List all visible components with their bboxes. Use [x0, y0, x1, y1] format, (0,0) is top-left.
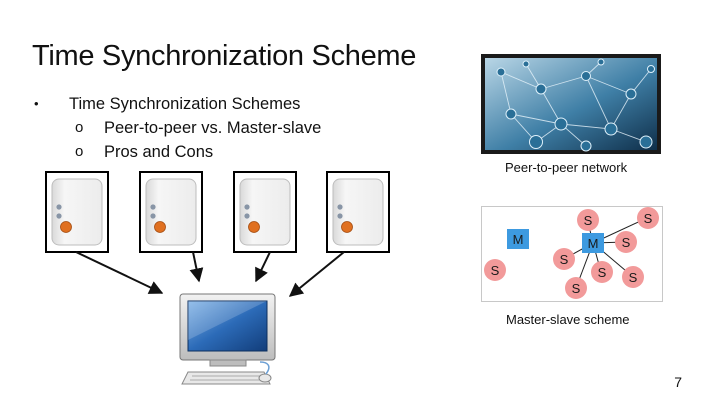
- network-node-icon: [529, 135, 543, 149]
- slave-node: S: [615, 231, 637, 253]
- status-led-icon: [150, 204, 156, 210]
- slave-label: S: [560, 252, 569, 267]
- bullet-text: Peer-to-peer vs. Master-slave: [104, 119, 322, 137]
- status-led-icon: [244, 213, 250, 219]
- ms-caption: Master-slave scheme: [506, 312, 630, 327]
- status-led-icon: [56, 213, 62, 219]
- server-1: [45, 171, 109, 253]
- slave-node: S: [484, 259, 506, 281]
- status-led-icon: [244, 204, 250, 210]
- network-node-icon: [580, 140, 592, 152]
- slave-label: S: [598, 265, 607, 280]
- computer-icon: [179, 293, 276, 385]
- bullet-item: • Time Synchronization Schemes: [34, 92, 321, 116]
- bullet-text: Pros and Cons: [104, 143, 214, 161]
- master-label: M: [588, 236, 599, 251]
- page-number: 7: [674, 374, 682, 390]
- power-led-icon: [248, 221, 260, 233]
- network-node-icon: [535, 83, 547, 95]
- server-3: [233, 171, 297, 253]
- server-2: [139, 171, 203, 253]
- network-node-icon: [581, 71, 591, 81]
- network-node-icon: [496, 67, 506, 77]
- bullet-text: Time Synchronization Schemes: [69, 95, 301, 113]
- arrow: [255, 251, 271, 283]
- status-led-icon: [337, 204, 343, 210]
- slave-node: S: [577, 209, 599, 231]
- sub-bullet-item: o Peer-to-peer vs. Master-slave: [34, 116, 321, 140]
- network-node-icon: [505, 108, 517, 120]
- slave-label: S: [584, 213, 593, 228]
- server-4: [326, 171, 390, 253]
- arrow: [75, 251, 164, 294]
- slave-label: S: [629, 270, 638, 285]
- network-node-icon: [597, 58, 605, 66]
- slave-node: S: [591, 261, 613, 283]
- p2p-network-image: [481, 54, 661, 154]
- slide-title: Time Synchronization Scheme: [32, 40, 417, 72]
- slave-node: S: [553, 248, 575, 270]
- slave-node: S: [637, 207, 659, 229]
- network-node-icon: [639, 135, 653, 149]
- master-slave-diagram: M S M S S S S S S S: [481, 206, 663, 302]
- status-led-icon: [150, 213, 156, 219]
- network-node-icon: [604, 122, 618, 136]
- master-label: M: [513, 232, 524, 247]
- p2p-caption: Peer-to-peer network: [505, 160, 628, 175]
- sub-bullet-item: o Pros and Cons: [34, 140, 321, 164]
- power-led-icon: [154, 221, 166, 233]
- bullet-marker: •: [34, 96, 39, 111]
- slave-label: S: [622, 235, 631, 250]
- status-led-icon: [56, 204, 62, 210]
- slave-label: S: [491, 263, 500, 278]
- master-node: M: [582, 233, 604, 253]
- master-node: M: [507, 229, 529, 249]
- power-led-icon: [341, 221, 353, 233]
- network-node-icon: [522, 60, 530, 68]
- sub-bullet-marker: o: [75, 119, 84, 136]
- slave-node: S: [565, 277, 587, 299]
- arrow: [288, 251, 345, 297]
- arrow: [189, 251, 204, 283]
- slave-node: S: [622, 266, 644, 288]
- power-led-icon: [60, 221, 72, 233]
- bullet-list: • Time Synchronization Schemes o Peer-to…: [34, 92, 321, 164]
- slave-label: S: [572, 281, 581, 296]
- status-led-icon: [337, 213, 343, 219]
- slave-label: S: [644, 211, 653, 226]
- network-node-icon: [625, 88, 637, 100]
- network-node-icon: [647, 65, 655, 73]
- network-node-icon: [554, 117, 568, 131]
- sub-bullet-marker: o: [75, 143, 84, 160]
